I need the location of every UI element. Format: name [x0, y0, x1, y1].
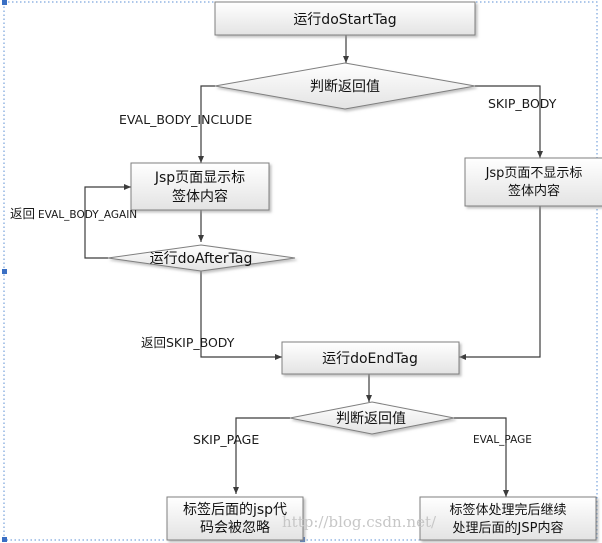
edge-decision1-to-noshow-body: [475, 85, 543, 158]
edge-decision1-to-show-body: [198, 85, 215, 163]
node-decision2-label: 判断返回值: [336, 411, 406, 427]
node-end-tag-label: 运行doEndTag: [322, 351, 418, 367]
node-end-tag[interactable]: [281, 341, 460, 375]
selection-handle-mid-left[interactable]: [2, 269, 7, 274]
edge-label-eval-body-include: EVAL_BODY_INCLUDE: [119, 112, 252, 127]
edge-label-return-prefix: 返回: [10, 206, 35, 221]
node-eval-page-line2: 处理后面的JSP内容: [453, 520, 564, 536]
node-show-body-line2: 签体内容: [172, 188, 228, 205]
node-skip-page[interactable]: [166, 496, 304, 541]
node-skip-page-line1: 标签后面的jsp代: [183, 501, 287, 518]
edge-after-tag-to-end-tag: [200, 271, 282, 360]
edges: [84, 35, 543, 497]
node-after-tag[interactable]: [107, 244, 296, 272]
node-show-body-line1: Jsp页面显示标: [154, 170, 245, 186]
edge-noshow-body-to-end-tag: [459, 206, 541, 360]
node-after-tag-label: 运行doAfterTag: [150, 251, 253, 267]
edge-after-tag-loop-back: [84, 184, 131, 259]
node-decision2[interactable]: [289, 401, 455, 435]
edge-decision2-to-eval-page: [454, 417, 509, 497]
node-start-label: 运行doStartTag: [293, 12, 396, 28]
node-skip-page-line2: 码会被忽略: [200, 520, 270, 536]
node-noshow-body-line1: Jsp页面不显示标: [485, 166, 583, 181]
watermark: http://blog.csdn.net/: [282, 513, 437, 531]
node-start[interactable]: [214, 1, 476, 36]
selection-handle-bottom-left[interactable]: [2, 537, 7, 542]
edge-label-skip-page: SKIP_PAGE: [193, 432, 259, 447]
node-decision1-label: 判断返回值: [310, 79, 380, 95]
node-decision1[interactable]: [214, 62, 476, 110]
node-show-body[interactable]: [130, 162, 270, 211]
edge-label-return-skip-body: 返回SKIP_BODY: [141, 335, 235, 350]
edge-label-eval-page: EVAL_PAGE: [473, 434, 532, 446]
edge-label-skip-body: SKIP_BODY: [488, 96, 557, 111]
node-noshow-body[interactable]: [464, 157, 602, 207]
edge-label-eval-body-again: EVAL_BODY_AGAIN: [38, 209, 137, 221]
selection-handle-top-left[interactable]: [2, 0, 7, 5]
node-noshow-body-line2: 签体内容: [508, 183, 560, 199]
node-eval-page[interactable]: [419, 496, 597, 541]
edge-decision2-to-skip-page: [233, 417, 290, 494]
node-eval-page-line1: 标签体处理完后继续: [449, 502, 566, 518]
